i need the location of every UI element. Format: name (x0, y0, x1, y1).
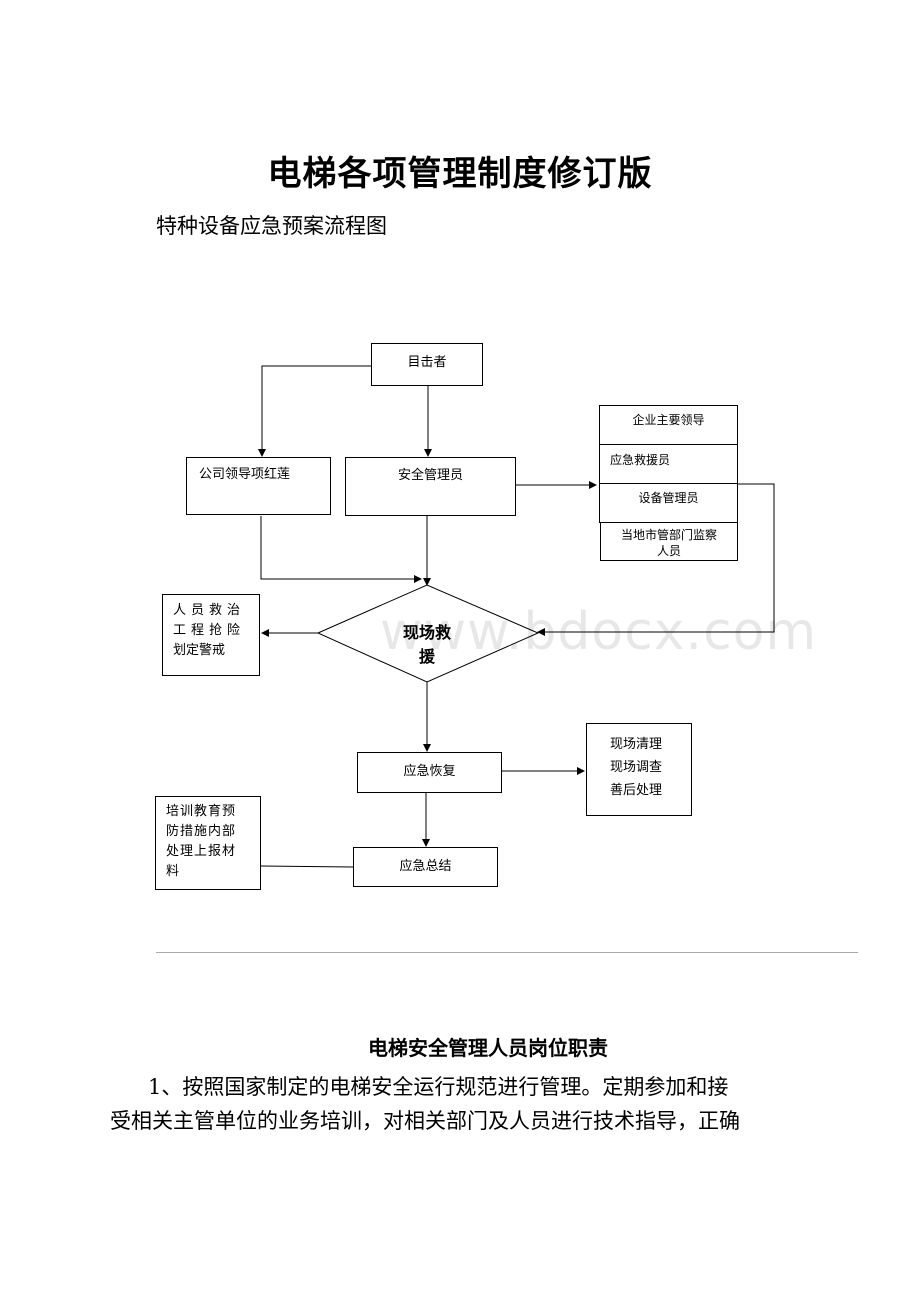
onsite-rescue-label: 现场救援 (397, 621, 457, 669)
notify-equipment-label: 设备管理员 (638, 491, 699, 505)
emergency-summary-label: 应急总结 (399, 859, 452, 874)
notify-inspector-label: 当地市管部门监察人员 (620, 528, 717, 558)
cleanup-action-3: 善后处理 (610, 783, 663, 798)
company-leader-node: 公司领导项红莲 (186, 457, 331, 515)
summary-action-4: 料 (166, 864, 180, 879)
safety-manager-label: 安全管理员 (397, 468, 463, 483)
summary-action-3: 处理上报材 (166, 844, 237, 859)
document-subtitle: 特种设备应急预案流程图 (156, 214, 387, 238)
paragraph-line-1: 1、按照国家制定的电梯安全运行规范进行管理。定期参加和接 (148, 1075, 729, 1099)
summary-action-1: 培训教育预 (166, 804, 237, 819)
watermark: www.bdocx.com (380, 602, 818, 662)
summary-actions-node: 培训教育预 防措施内部 处理上报材 料 (155, 796, 261, 890)
notify-leadership-label: 企业主要领导 (632, 413, 705, 427)
emergency-summary-node: 应急总结 (353, 847, 498, 887)
rescue-actions-node: 人员救治 工程抢险 划定警戒 (162, 594, 260, 676)
notify-leadership-node: 企业主要领导 (599, 405, 738, 445)
connector-witness-to-leader (258, 365, 371, 457)
connector-leader-to-rescue (260, 516, 422, 583)
safety-manager-node: 安全管理员 (345, 457, 516, 516)
rescue-action-2: 工程抢险 (173, 623, 246, 638)
flowchart-connectors (258, 365, 775, 868)
witness-label: 目击者 (407, 355, 447, 370)
connector-summary-to-actions (260, 865, 354, 868)
cleanup-actions-node: 现场清理 现场调查 善后处理 (586, 723, 692, 816)
emergency-recovery-node: 应急恢复 (357, 752, 502, 793)
connector-notify-to-rescue (537, 483, 775, 636)
document-title: 电梯各项管理制度修订版 (267, 154, 653, 194)
notify-rescuer-label: 应急救援员 (610, 453, 671, 467)
company-leader-label: 公司领导项红莲 (199, 467, 291, 482)
paragraph-line-2: 受相关主管单位的业务培训，对相关部门及人员进行技术指导，正确 (110, 1109, 740, 1133)
witness-node: 目击者 (371, 343, 483, 386)
page-divider (156, 952, 858, 953)
notify-equipment-node: 设备管理员 (599, 483, 738, 523)
cleanup-action-2: 现场调查 (610, 760, 663, 775)
section-title: 电梯安全管理人员岗位职责 (368, 1036, 608, 1060)
notify-inspector-node: 当地市管部门监察人员 (600, 522, 738, 561)
rescue-action-1: 人员救治 (173, 603, 246, 618)
onsite-rescue-text: 现场救援 (402, 623, 451, 666)
notify-rescuer-node: 应急救援员 (599, 444, 738, 484)
cleanup-action-1: 现场清理 (610, 737, 663, 752)
rescue-diamond (316, 584, 540, 683)
summary-action-2: 防措施内部 (166, 824, 237, 839)
emergency-recovery-label: 应急恢复 (403, 764, 456, 779)
rescue-action-3: 划定警戒 (173, 643, 226, 658)
